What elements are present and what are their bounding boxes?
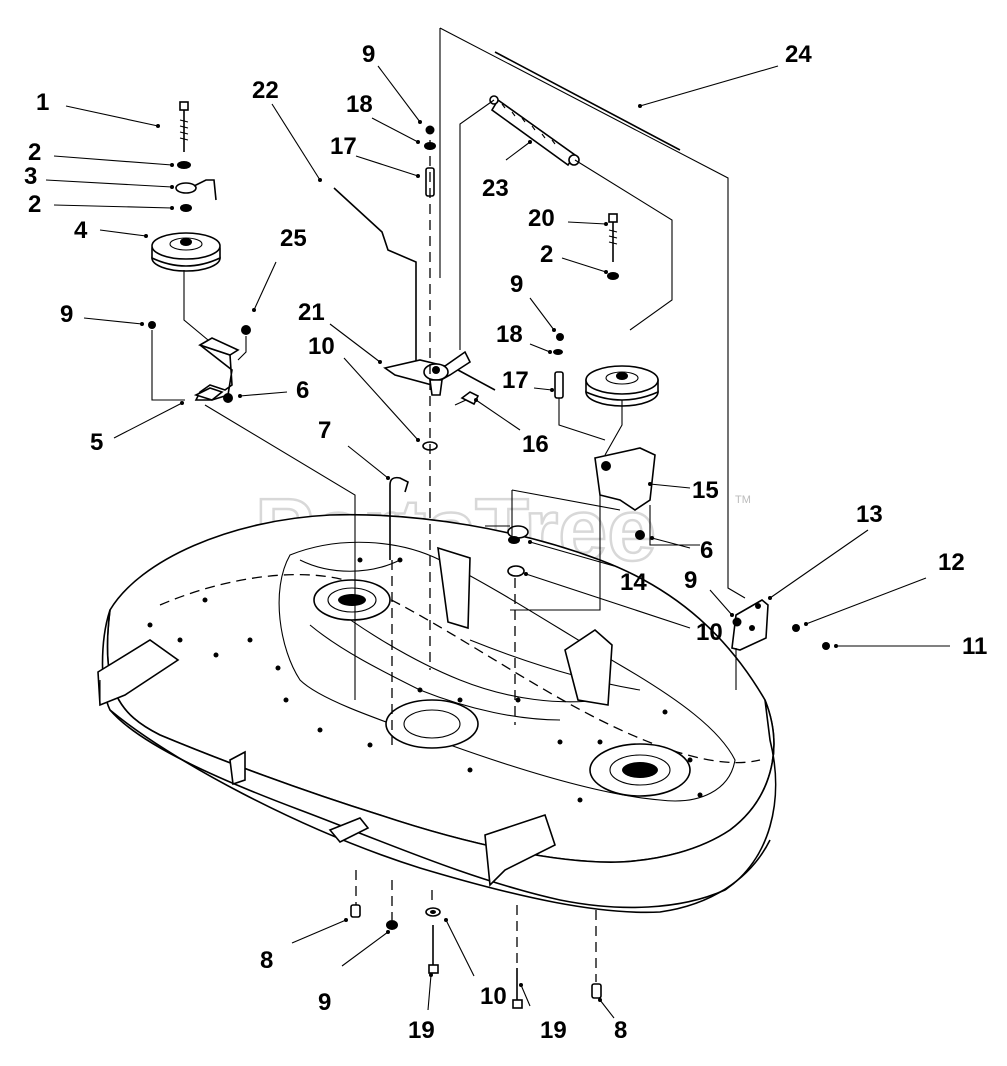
callout-9: 9 (60, 301, 73, 328)
callout-3: 3 (24, 163, 37, 190)
center-stack (333, 125, 496, 745)
callout-2: 2 (540, 241, 553, 268)
callout-8: 8 (260, 947, 273, 974)
callout-9: 9 (362, 41, 375, 68)
part-5-bracket (148, 321, 356, 700)
left-idler-stack (151, 101, 221, 341)
part-23-spring (459, 95, 673, 350)
callout-18: 18 (346, 91, 373, 118)
callout-9: 9 (510, 271, 523, 298)
callout-10: 10 (696, 619, 723, 646)
callout-5: 5 (90, 429, 103, 456)
callout-9: 9 (318, 989, 331, 1016)
callout-18: 18 (496, 321, 523, 348)
callout-23: 23 (482, 175, 509, 202)
callout-labels: 1 2 3 2 4 9 25 5 6 22 9 18 17 21 10 7 16… (24, 41, 987, 1044)
part-14-clip (485, 489, 621, 725)
part-24-cable (439, 27, 746, 599)
callout-14: 14 (620, 569, 647, 596)
callout-8: 8 (614, 1017, 627, 1044)
callout-9: 9 (684, 567, 697, 594)
mower-deck (97, 513, 777, 914)
callout-19: 19 (540, 1017, 567, 1044)
callout-13: 13 (856, 501, 883, 528)
right-idler-stack (510, 213, 700, 611)
callout-21: 21 (298, 299, 325, 326)
part-13-bracket (731, 599, 830, 690)
callout-4: 4 (74, 217, 88, 244)
callout-15: 15 (692, 477, 719, 504)
callout-6: 6 (296, 377, 309, 404)
callout-22: 22 (252, 77, 279, 104)
bottom-hardware (350, 870, 602, 1009)
callout-16: 16 (522, 431, 549, 458)
callout-10: 10 (308, 333, 335, 360)
callout-11: 11 (962, 633, 987, 660)
callout-17: 17 (330, 133, 357, 160)
callout-19: 19 (408, 1017, 435, 1044)
callout-2: 2 (28, 191, 41, 218)
watermark-trademark: TM (735, 494, 751, 506)
callout-10: 10 (480, 983, 507, 1010)
callout-2: 2 (28, 139, 41, 166)
callout-24: 24 (785, 41, 812, 68)
callout-25: 25 (280, 225, 307, 252)
callout-12: 12 (938, 549, 965, 576)
callout-6: 6 (700, 537, 713, 564)
callout-1: 1 (36, 89, 49, 116)
callout-20: 20 (528, 205, 555, 232)
callout-7: 7 (318, 417, 331, 444)
leader-lines (45, 65, 950, 1019)
callout-17: 17 (502, 367, 529, 394)
